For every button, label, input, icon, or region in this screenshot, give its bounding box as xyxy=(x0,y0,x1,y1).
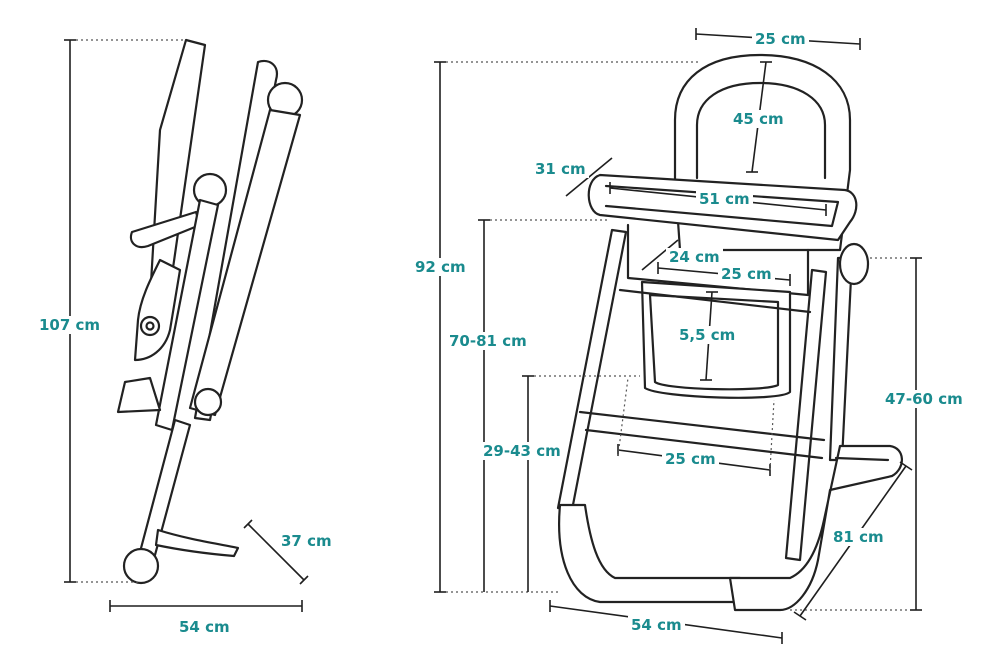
seat-width-label: 25 cm xyxy=(718,265,775,283)
tray-width-label: 51 cm xyxy=(696,190,753,208)
footrest-height-label: 29-43 cm xyxy=(480,442,564,460)
open-base-width-label: 54 cm xyxy=(628,616,685,634)
backrest-height-label: 45 cm xyxy=(730,110,787,128)
seat-height-label: 70-81 cm xyxy=(446,332,530,350)
footrest-depth-label: 5,5 cm xyxy=(676,326,739,344)
folded-chair-drawing xyxy=(116,38,304,585)
total-height-label: 92 cm xyxy=(412,258,469,276)
backrest-width-label: 25 cm xyxy=(752,30,809,48)
armrest-height-label: 47-60 cm xyxy=(882,390,966,408)
tray-depth-label: 31 cm xyxy=(532,160,589,178)
folded-dimension-lines xyxy=(64,39,309,612)
base-inner-width-label: 25 cm xyxy=(662,450,719,468)
base-depth-label: 81 cm xyxy=(830,528,887,546)
folded-foot-depth-label: 37 cm xyxy=(278,532,335,550)
folded-height-label: 107 cm xyxy=(36,316,104,334)
folded-base-width-label: 54 cm xyxy=(176,618,233,636)
seat-depth-label: 24 cm xyxy=(666,248,723,266)
